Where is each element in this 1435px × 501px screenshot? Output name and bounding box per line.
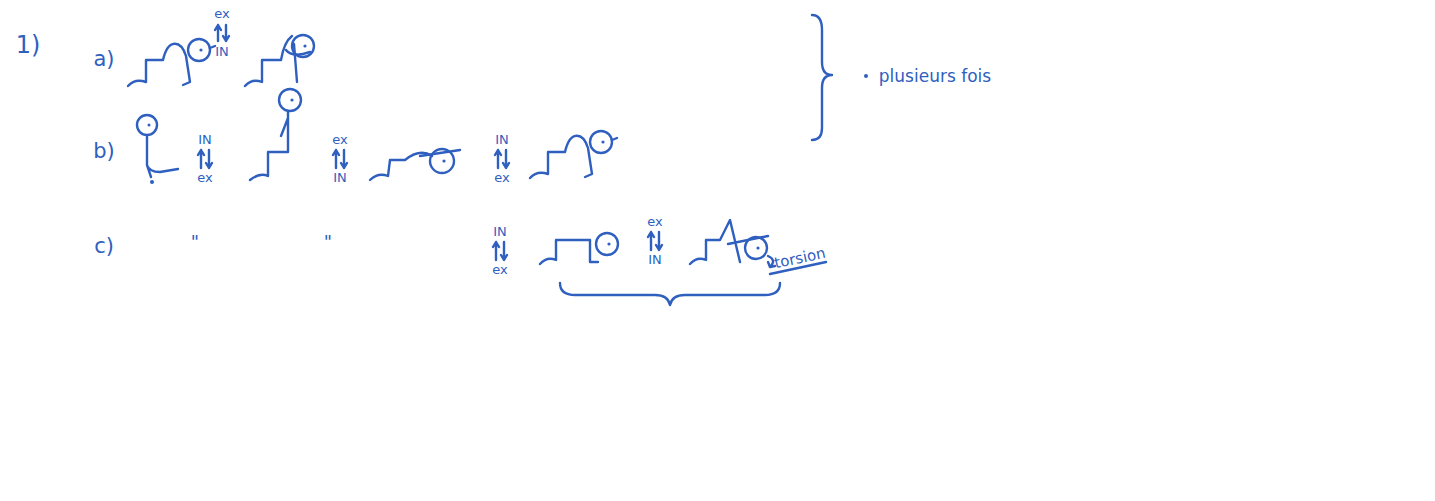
bullet xyxy=(864,74,868,78)
pose-figure xyxy=(250,89,301,180)
pose-figure xyxy=(245,35,314,86)
breath-label: ex xyxy=(197,171,212,185)
pose-figure xyxy=(128,39,215,86)
breath-label: ex xyxy=(647,215,662,229)
breath-label: ex xyxy=(332,133,347,147)
breath-label: IN xyxy=(333,171,347,185)
pose-figure xyxy=(540,233,618,264)
note: torsion xyxy=(773,245,827,272)
section-number: 1) xyxy=(16,32,41,58)
breath-label: ex xyxy=(494,171,509,185)
brace xyxy=(560,283,780,305)
ditto-mark: " xyxy=(324,232,332,252)
pose-figure xyxy=(370,149,460,180)
brace xyxy=(812,15,832,140)
breath-label: IN xyxy=(493,225,507,239)
breath-label: IN xyxy=(648,253,662,267)
pose-figure xyxy=(530,131,617,178)
item-letter: c) xyxy=(94,235,114,258)
breath-label: IN xyxy=(215,45,229,59)
breath-label: ex xyxy=(492,263,507,277)
breath-label: IN xyxy=(198,133,212,147)
note: plusieurs fois xyxy=(879,67,991,86)
item-letter: a) xyxy=(93,48,114,71)
item-letter: b) xyxy=(93,140,115,163)
breath-label: ex xyxy=(214,7,229,21)
breath-arrows xyxy=(198,25,662,260)
ditto-mark: " xyxy=(191,232,199,252)
pose-figure xyxy=(137,115,178,184)
pose-figure xyxy=(690,220,775,267)
breath-label: IN xyxy=(495,133,509,147)
